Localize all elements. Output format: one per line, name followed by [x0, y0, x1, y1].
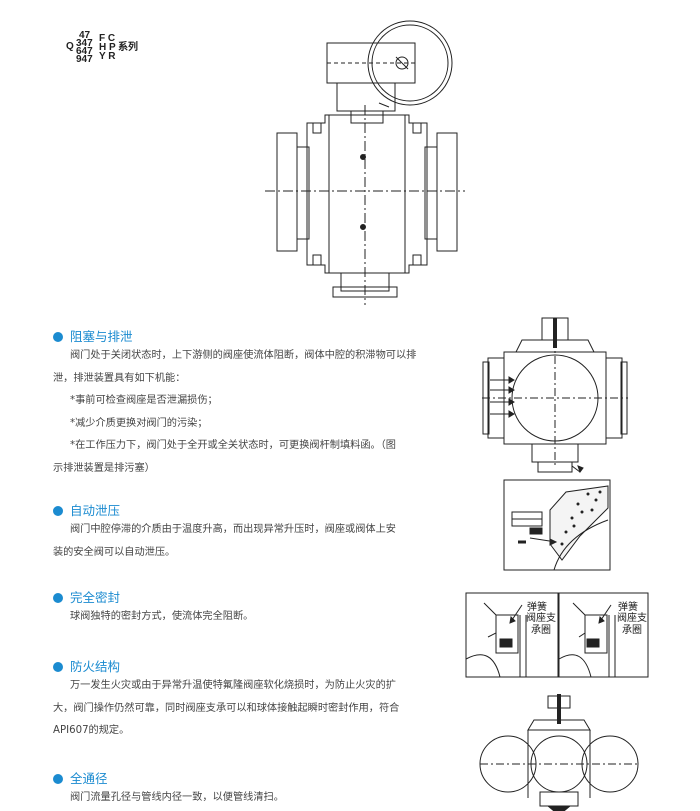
label-seat-support-line: 承圈	[622, 625, 642, 636]
section-body-full-seal: 球阀独特的密封方式，使流体完全阻断。	[53, 606, 433, 629]
section-title: 阻塞与排泄	[70, 329, 133, 344]
series-number-347: 347	[76, 38, 93, 49]
section-title: 自动泄压	[70, 503, 121, 518]
series-code-yr: Y R	[99, 51, 116, 62]
section-title: 防火结构	[70, 659, 121, 674]
para-line: 阀门处于关闭状态时，上下游侧的阀座使流体阻断，阀体中腔的积滞物可以排	[70, 350, 417, 361]
section-title: 全通径	[70, 771, 108, 786]
series-code-fc: F C	[99, 33, 116, 44]
para-line: *在工作压力下，阀门处于全开或全关状态时，可更换阀杆制填料函。（图	[70, 440, 396, 451]
bullet-dot	[53, 332, 63, 342]
label-spring-left: 弹簧	[527, 602, 547, 613]
section-body-fire-safe: 万一发生火灾或由于异常升温使特氟隆阀座软化烧损时，为防止火灾的扩 大，阀门操作仍…	[53, 675, 433, 743]
para-line: 大，阀门操作仍然可靠，同时阀座支承可以和球体接触起瞬时密封作用，符合	[53, 702, 400, 714]
section-heading-blocking-drain: 阻塞与排泄	[53, 326, 133, 345]
section-body-blocking-drain: 阀门处于关闭状态时，上下游侧的阀座使流体阻断，阀体中腔的积滞物可以排 泄，排泄装…	[53, 345, 433, 480]
label-seat-support-line: 阀座支	[617, 613, 647, 624]
para-line: *减少介质更换对阀门的污染；	[70, 417, 208, 429]
bullet-dot	[53, 662, 63, 672]
para-line: 泄，排泄装置具有如下机能：	[53, 372, 186, 384]
para-line: 阀门流量孔径与管线内径一致，以便管线清扫。	[70, 792, 284, 803]
para-line: 球阀独特的密封方式，使流体完全阻断。	[70, 611, 254, 622]
series-number-47: 47	[79, 30, 91, 41]
fire-safe-detail-right	[558, 592, 649, 678]
drain-valve-drawing	[482, 317, 628, 474]
main-valve-drawing	[265, 20, 465, 305]
fire-safe-detail-left	[465, 592, 559, 678]
series-model-code: Q 47 347 647 947 F C H P Y R 系列	[66, 30, 156, 73]
para-line: *事前可检查阀座是否泄漏损伤；	[70, 395, 218, 406]
section-heading-full-seal: 完全密封	[53, 587, 120, 606]
label-spring-right: 弹簧	[618, 602, 638, 613]
section-body-full-bore: 阀门流量孔径与管线内径一致，以便管线清扫。	[53, 787, 433, 810]
para-line: 万一发生火灾或由于异常升温使特氟隆阀座软化烧损时，为防止火灾的扩	[70, 680, 396, 691]
bullet-dot	[53, 774, 63, 784]
series-prefix: Q	[66, 41, 74, 52]
para-line: 示排泄装置是排污塞）	[53, 462, 155, 474]
para-line: 装的安全阀可以自动泄压。	[53, 546, 176, 558]
series-number-947: 947	[76, 54, 93, 65]
para-line: 阀门中腔停滞的介质由于温度升高，而出现异常升压时，阀座或阀体上安	[70, 524, 396, 535]
section-heading-fire-safe: 防火结构	[53, 656, 120, 675]
label-seat-support-right: 阀座支 承圈	[617, 613, 647, 637]
section-title: 完全密封	[70, 590, 121, 605]
series-code-hp: H P	[99, 42, 116, 53]
series-suffix: 系列	[118, 42, 138, 53]
bullet-dot	[53, 506, 63, 516]
full-bore-drawing	[479, 694, 640, 811]
section-heading-auto-relief: 自动泄压	[53, 500, 120, 519]
series-number-647: 647	[76, 46, 93, 57]
section-body-auto-relief: 阀门中腔停滞的介质由于温度升高，而出现异常升压时，阀座或阀体上安 装的安全阀可以…	[53, 519, 433, 564]
section-heading-full-bore: 全通径	[53, 768, 108, 787]
label-seat-support-left: 阀座支 承圈	[526, 613, 556, 637]
bullet-dot	[53, 593, 63, 603]
para-line: API607的规定。	[53, 725, 130, 736]
label-seat-support-line: 承圈	[531, 625, 551, 636]
label-seat-support-line: 阀座支	[526, 613, 556, 624]
relief-detail-drawing	[503, 479, 611, 571]
